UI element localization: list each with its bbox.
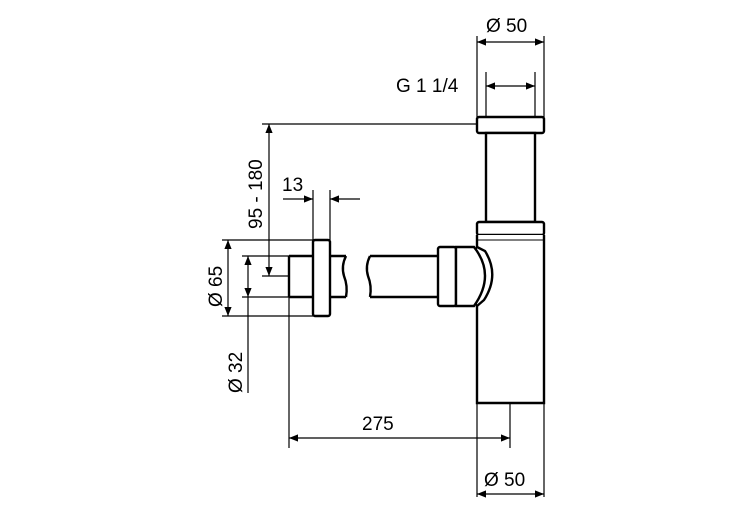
outlet-nut-curve — [454, 245, 487, 308]
label-flange-thickness: 13 — [282, 175, 303, 196]
union-nut — [475, 220, 546, 237]
dimension-labels: Ø 50 G 1 1/4 95 - 180 13 Ø 65 Ø 32 275 Ø… — [206, 16, 527, 491]
dimension-lines — [224, 38, 544, 498]
siphon-body — [436, 115, 546, 405]
label-thread: G 1 1/4 — [396, 76, 459, 97]
label-height: 95 - 180 — [246, 159, 267, 229]
drain-pipe — [287, 238, 438, 318]
top-cap — [475, 115, 546, 135]
label-flange-diameter: Ø 65 — [206, 266, 227, 307]
extension-lines — [222, 36, 545, 497]
label-length: 275 — [362, 414, 394, 435]
wall-flange — [311, 238, 332, 318]
label-pipe-diameter: Ø 32 — [226, 352, 247, 393]
label-top-diameter: Ø 50 — [486, 16, 527, 37]
outlet-nut — [436, 245, 458, 308]
label-bottom-diameter: Ø 50 — [484, 470, 525, 491]
tail-tube — [484, 131, 537, 224]
